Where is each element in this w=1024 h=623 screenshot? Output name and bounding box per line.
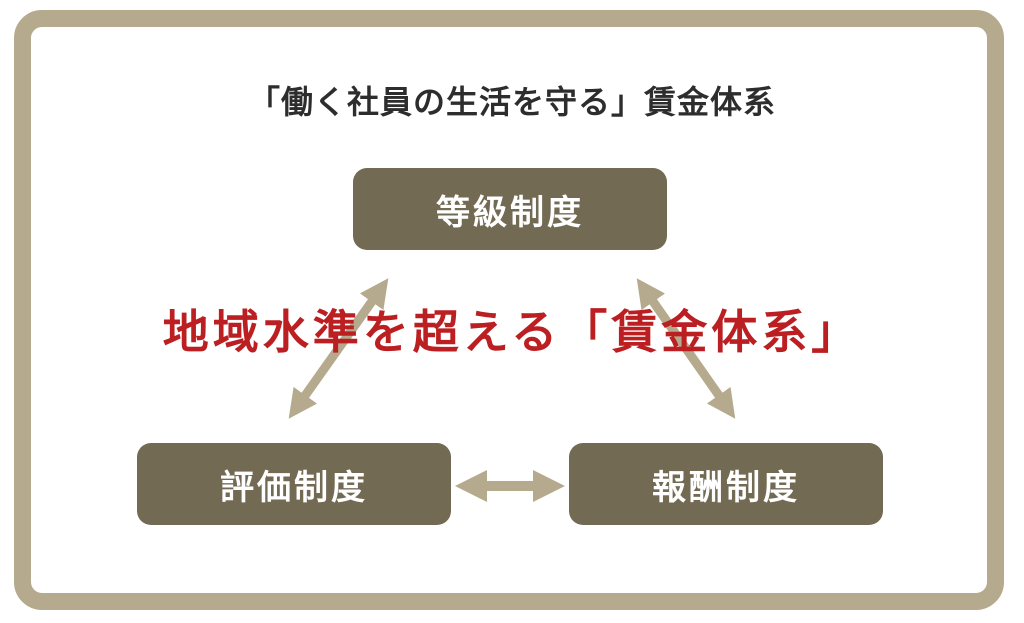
node-grade-system-label: 等級制度 (436, 192, 584, 233)
node-evaluation-system: 評価制度 (137, 443, 451, 525)
arrow-top-right (636, 278, 736, 419)
diagram-title: 「働く社員の生活を守る」賃金体系 (247, 83, 776, 121)
node-grade-system: 等級制度 (353, 168, 667, 250)
arrow-top-left (288, 278, 389, 419)
node-compensation-system-label: 報酬制度 (652, 467, 800, 508)
center-label: 地域水準を超える「賃金体系」 (162, 305, 862, 359)
node-compensation-system: 報酬制度 (569, 443, 883, 525)
node-evaluation-system-label: 評価制度 (220, 467, 368, 508)
